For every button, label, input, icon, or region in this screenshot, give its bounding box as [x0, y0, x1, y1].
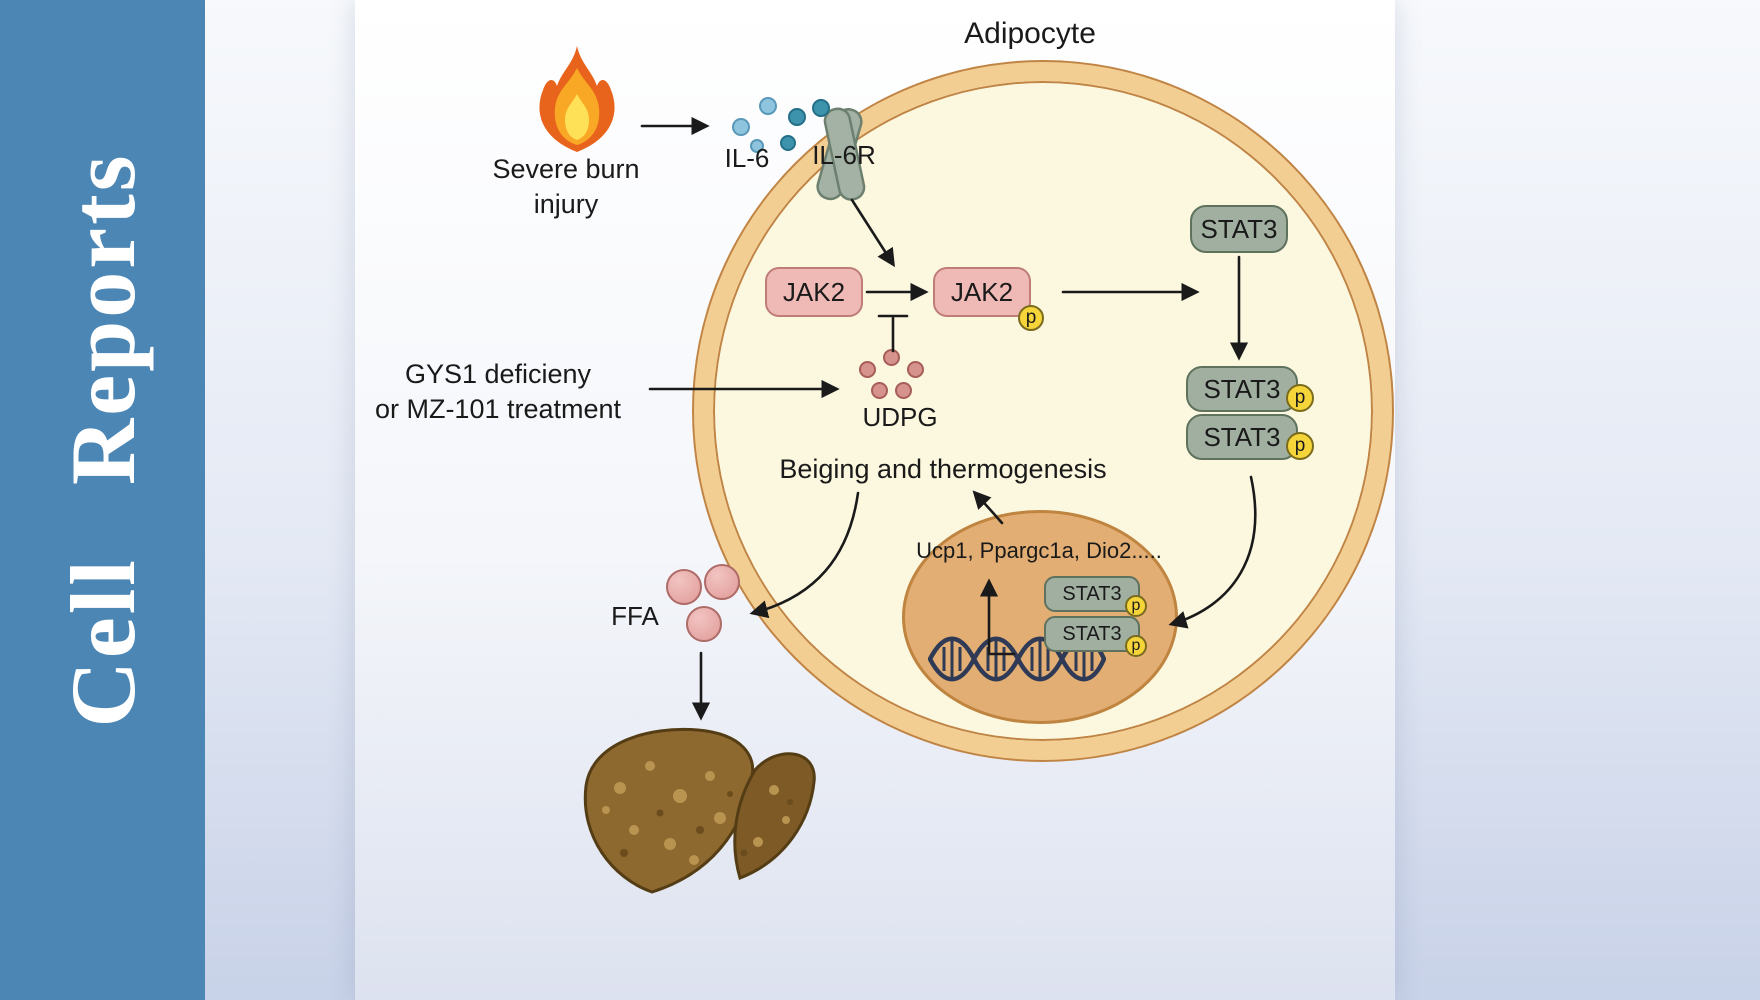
target-genes-label: Ucp1, Ppargc1a, Dio2.....	[916, 538, 1162, 563]
severe-burn-line2: injury	[533, 189, 599, 220]
stat3-label: STAT3	[1200, 213, 1278, 244]
ffa-label: FFA	[611, 601, 659, 631]
il6-dot	[750, 139, 764, 153]
udpg-label: UDPG	[862, 402, 938, 432]
journal-sidebar: Cell Reports	[0, 0, 205, 1000]
il6-dot	[732, 118, 750, 136]
stat3-phospho-box-1: STAT3	[1186, 366, 1298, 412]
stat3-phospho-label-1: STAT3	[1203, 373, 1281, 404]
il6-dot	[788, 108, 806, 126]
gys1-intervention-label: GYS1 deficieny or MZ-101 treatment	[350, 357, 646, 427]
jak2-label: JAK2	[782, 276, 846, 307]
gys1-line2: or MZ-101 treatment	[374, 394, 622, 425]
phospho-badge-jak2: p	[1018, 305, 1044, 331]
stat3-box: STAT3	[1190, 205, 1288, 253]
nuclear-stat3-label-1: STAT3	[1062, 582, 1122, 605]
udpg-dot	[895, 382, 912, 399]
nuclear-stat3-box-2: STAT3	[1044, 616, 1140, 652]
jak2-phospho-box: JAK2	[933, 267, 1031, 317]
udpg-dot	[907, 361, 924, 378]
nuclear-stat3-label-2: STAT3	[1062, 622, 1122, 645]
phospho-badge-nuclear-2: p	[1125, 635, 1147, 657]
phospho-badge-nuclear-1: p	[1125, 595, 1147, 617]
il6-dot	[812, 99, 830, 117]
stat3-phospho-box-2: STAT3	[1186, 414, 1298, 460]
gys1-line1: GYS1 deficieny	[404, 359, 592, 389]
flame-icon	[539, 46, 615, 152]
stat3-phospho-label-2: STAT3	[1203, 421, 1281, 452]
il6-dot	[780, 135, 796, 151]
phospho-badge-stat3-1: p	[1286, 384, 1314, 412]
phospho-badge-stat3-2: p	[1286, 432, 1314, 460]
il6r-label: IL-6R	[812, 140, 876, 170]
ffa-dot	[704, 564, 740, 600]
jak2-phospho-label: JAK2	[950, 276, 1014, 307]
severe-burn-label: Severe burn injury	[452, 152, 680, 222]
adipocyte-label: Adipocyte	[964, 17, 1096, 50]
il6r-receptor-icon	[816, 107, 866, 201]
ffa-dot	[666, 569, 702, 605]
journal-title: Cell Reports	[51, 152, 154, 728]
nuclear-stat3-box-1: STAT3	[1044, 576, 1140, 612]
il6-label: IL-6	[724, 143, 770, 173]
jak2-box: JAK2	[765, 267, 863, 317]
severe-burn-line1: Severe burn	[492, 154, 640, 184]
udpg-dot	[883, 349, 900, 366]
liver-icon	[583, 727, 816, 894]
ffa-dot	[686, 606, 722, 642]
beiging-label: Beiging and thermogenesis	[779, 454, 1107, 484]
il6-dot	[759, 97, 777, 115]
udpg-dot	[859, 361, 876, 378]
udpg-dot	[871, 382, 888, 399]
